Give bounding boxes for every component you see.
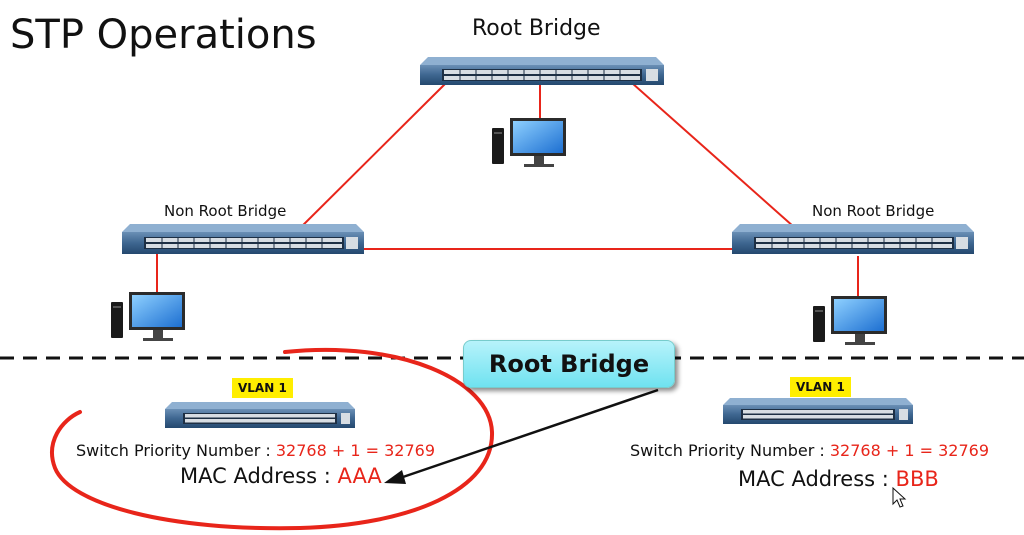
callout-arrow: [384, 388, 659, 484]
left-switch: [122, 224, 364, 254]
right-pc-icon: [813, 296, 887, 345]
right-non-root-label: Non Root Bridge: [812, 202, 935, 220]
root-switch: [420, 57, 664, 85]
right-mac-value: BBB: [895, 467, 939, 491]
left-non-root-label: Non Root Bridge: [164, 202, 287, 220]
root-bridge-callout: Root Bridge: [463, 340, 675, 388]
right-mac-label: MAC Address :: [738, 467, 889, 491]
root-bridge-label: Root Bridge: [472, 16, 601, 41]
right-mac: MAC Address : BBB: [738, 467, 939, 491]
left-mac-label: MAC Address :: [180, 464, 331, 488]
link-root-left: [281, 82, 447, 247]
left-mac-value: AAA: [337, 464, 382, 488]
highlight-ellipse: [50, 347, 495, 531]
left-vlan-badge: VLAN 1: [232, 378, 293, 398]
slide-title: STP Operations: [10, 12, 317, 58]
left-priority-value: 32768 + 1 = 32769: [275, 441, 435, 460]
left-bottom-switch: [165, 402, 355, 428]
left-priority: Switch Priority Number : 32768 + 1 = 327…: [76, 441, 435, 460]
right-vlan-badge: VLAN 1: [790, 377, 851, 397]
right-priority-value: 32768 + 1 = 32769: [829, 441, 989, 460]
link-root-right: [631, 82, 813, 244]
right-priority-label: Switch Priority Number :: [630, 441, 825, 460]
root-pc-icon: [492, 118, 566, 167]
left-pc-icon: [111, 292, 185, 341]
left-mac: MAC Address : AAA: [180, 464, 382, 488]
left-priority-label: Switch Priority Number :: [76, 441, 271, 460]
right-priority: Switch Priority Number : 32768 + 1 = 327…: [630, 441, 989, 460]
right-switch: [732, 224, 974, 254]
mouse-cursor-icon: [892, 486, 907, 508]
right-bottom-switch: [723, 398, 913, 424]
